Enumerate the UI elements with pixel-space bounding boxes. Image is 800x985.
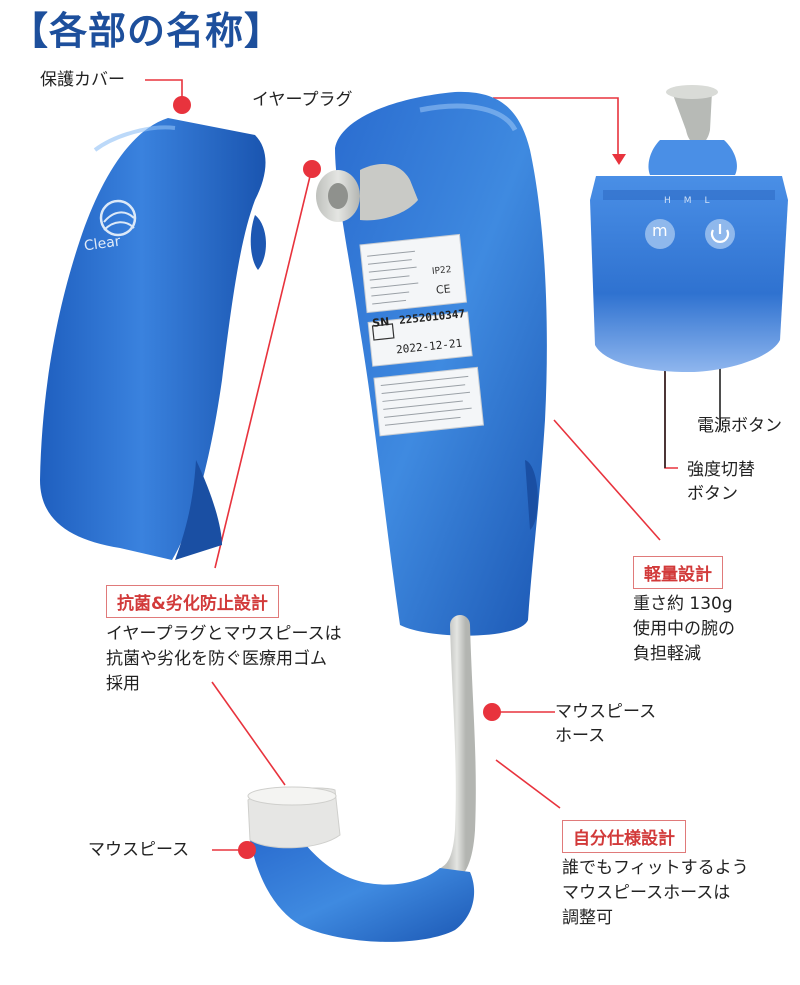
feature-antibacterial-line: 抗菌や劣化を防ぐ医療用ゴム (106, 649, 327, 669)
marker-dot-hose (483, 703, 501, 721)
feature-antibacterial-line: イヤープラグとマウスピースは (106, 624, 342, 644)
power-icon[interactable] (705, 219, 735, 249)
label-intensity-button: 強度切替 ボタン (687, 458, 755, 506)
page-title: 【各部の名称】 (10, 9, 284, 53)
label-earplug: イヤープラグ (252, 90, 353, 110)
mode-button[interactable]: m (652, 221, 668, 240)
feature-custom-line: 調整可 (562, 908, 613, 928)
label-mouthpiece: マウスピース (88, 840, 190, 860)
mode-h-label: H (664, 196, 671, 206)
label-hose-line1: マウスピース (555, 702, 657, 722)
label-hose-line2: ホース (555, 726, 606, 746)
label-power-button: 電源ボタン (697, 416, 782, 436)
controller-head (590, 85, 788, 372)
ip-rating: IP22 (431, 265, 453, 277)
feature-lightweight-heading: 軽量設計 (633, 556, 723, 589)
marker-dot-earplug (303, 160, 321, 178)
label-intensity-line2: ボタン (687, 484, 738, 504)
main-body (316, 91, 547, 636)
mode-m-label: M (683, 196, 692, 206)
hose (438, 615, 476, 885)
marker-dot-cover (173, 96, 191, 114)
mode-l-label: L (704, 196, 710, 206)
feature-custom-line: マウスピースホースは (562, 883, 731, 903)
label-protective-cover: 保護カバー (40, 70, 125, 90)
feature-lightweight-line: 重さ約 130g (633, 594, 733, 614)
arrow-head-icon (612, 154, 626, 165)
feature-custom-heading: 自分仕様設計 (562, 820, 686, 853)
label-mouthpiece-hose: マウスピース ホース (555, 700, 656, 748)
ce-mark: CE (435, 282, 452, 297)
feature-antibacterial-heading: 抗菌&劣化防止設計 (106, 585, 279, 618)
label-intensity-line1: 強度切替 (687, 460, 755, 480)
feature-lightweight-desc: 重さ約 130g 使用中の腕の 負担軽減 (633, 592, 735, 667)
feature-custom-desc: 誰でもフィットするよう マウスピースホースは 調整可 (562, 856, 749, 931)
feature-lightweight-line: 負担軽減 (633, 644, 701, 664)
mouthpiece (247, 786, 475, 942)
marker-dot-mouthpiece (238, 841, 256, 859)
feature-antibacterial-desc: イヤープラグとマウスピースは 抗菌や劣化を防ぐ医療用ゴム 採用 (106, 622, 342, 697)
protective-cover (40, 118, 266, 560)
sn-tag: SN (371, 315, 390, 330)
feature-custom-line: 誰でもフィットするよう (562, 858, 749, 878)
mode-indicators: H M L (664, 196, 710, 206)
feature-antibacterial-line: 採用 (106, 674, 140, 694)
feature-lightweight-line: 使用中の腕の (633, 619, 735, 639)
